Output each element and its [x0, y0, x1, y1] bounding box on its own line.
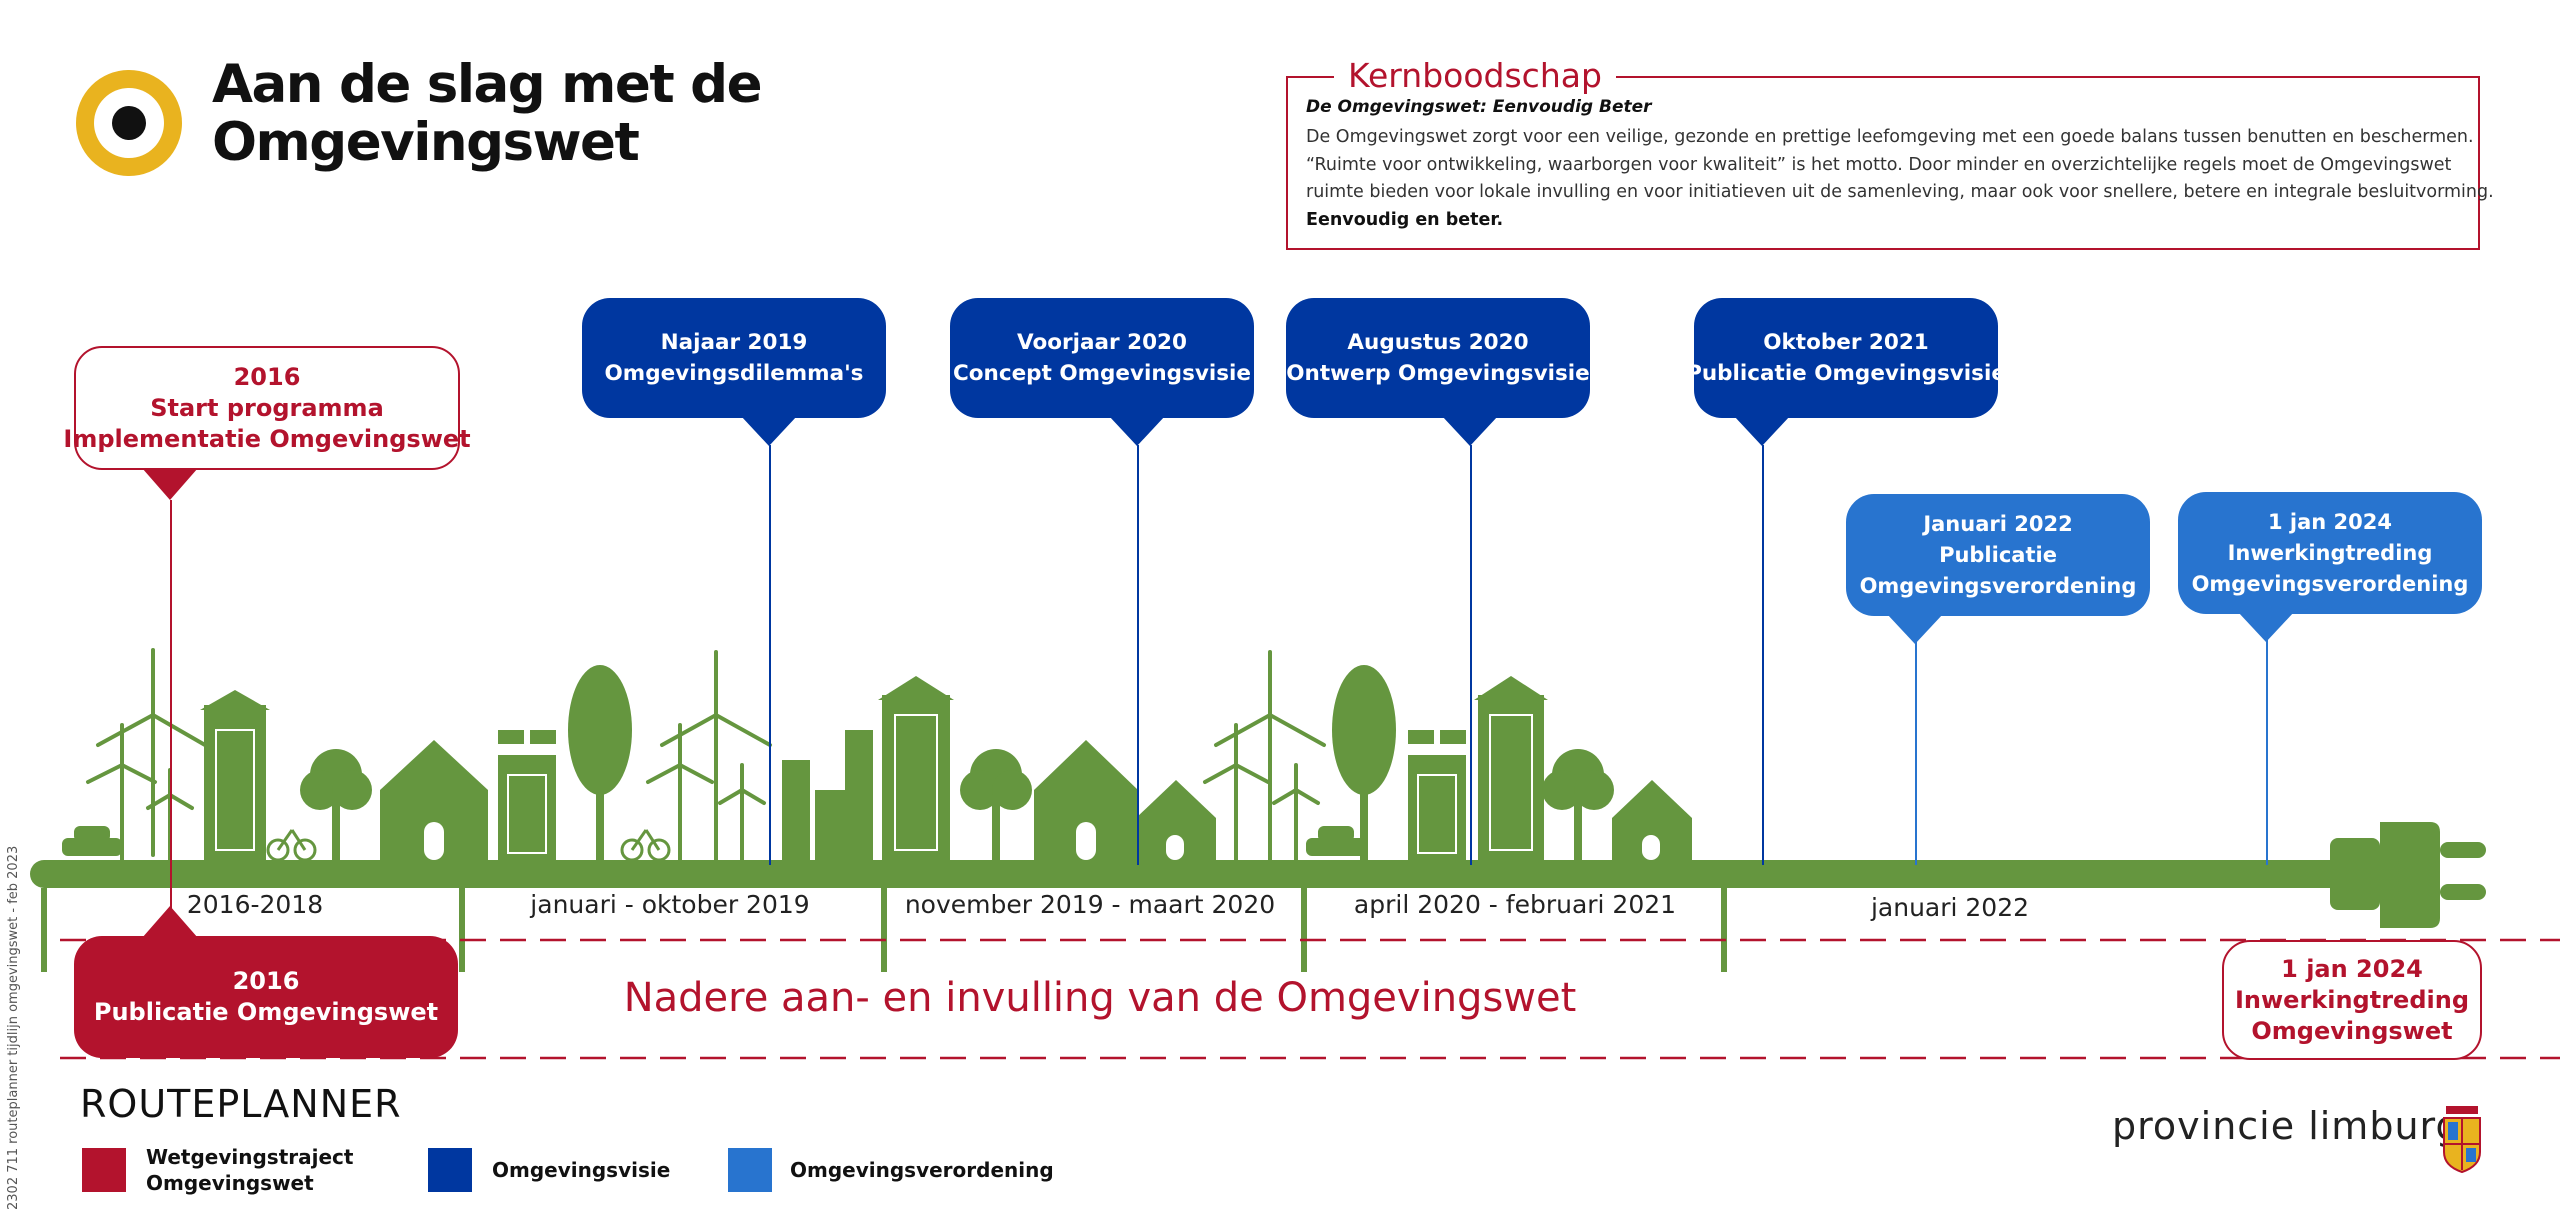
jan2024w-line1: Inwerkingtreding — [2235, 985, 2469, 1016]
callout-voorjaar-2020: Voorjaar 2020 Concept Omgevingsvisie — [950, 298, 1254, 418]
callout-pointer — [142, 468, 198, 500]
stem-augustus2020 — [1470, 445, 1472, 865]
plug-icon — [2330, 822, 2486, 928]
callout-augustus-2020: Augustus 2020 Ontwerp Omgevingsvisie — [1286, 298, 1590, 418]
jan2024v-line1: Inwerkingtreding — [2228, 538, 2433, 569]
callout-pointer — [1109, 416, 1165, 446]
voorjaar2020-date: Voorjaar 2020 — [1017, 327, 1187, 358]
start-year: 2016 — [234, 362, 301, 393]
legend-label-wetgeving: Wetgevingstraject Omgevingswet — [146, 1144, 353, 1196]
legend-line: Omgevingsvisie — [492, 1157, 670, 1183]
period-label: januari - oktober 2019 — [510, 890, 830, 919]
jan2024w-date: 1 jan 2024 — [2281, 954, 2423, 985]
januari2022-line1: Publicatie — [1939, 540, 2057, 571]
callout-pointer — [142, 906, 198, 938]
legend-label-visie: Omgevingsvisie — [492, 1157, 670, 1183]
legend-swatch-wetgeving — [82, 1148, 126, 1192]
callout-pointer — [741, 416, 797, 446]
start-line2: Implementatie Omgevingswet — [63, 424, 470, 455]
augustus2020-label: Ontwerp Omgevingsvisie — [1286, 358, 1589, 389]
callout-pointer — [2238, 612, 2294, 642]
legend-swatch-verordening — [728, 1148, 772, 1192]
callout-jan-2024-omgevingswet: 1 jan 2024 Inwerkingtreding Omgevingswet — [2222, 940, 2482, 1060]
vertical-footnote: 2302 711 routeplanner tijdlijn omgevings… — [6, 846, 21, 1210]
voorjaar2020-label: Concept Omgevingsvisie — [953, 358, 1251, 389]
coat-of-arms-icon — [2440, 1100, 2484, 1176]
period-label: november 2019 - maart 2020 — [900, 890, 1280, 919]
organisation-name: provincie limburg — [2112, 1104, 2461, 1148]
period-label: januari 2022 — [1800, 893, 2100, 922]
legend-title: ROUTEPLANNER — [80, 1082, 402, 1126]
legend-line: Omgevingsverordening — [790, 1157, 1054, 1183]
augustus2020-date: Augustus 2020 — [1347, 327, 1528, 358]
oktober2021-date: Oktober 2021 — [1763, 327, 1929, 358]
jan2024v-line2: Omgevingsverordening — [2192, 569, 2469, 600]
start-line1: Start programma — [150, 393, 384, 424]
stem-voorjaar2020 — [1137, 445, 1139, 865]
band-text: Nadere aan- en invulling van de Omgeving… — [0, 975, 2200, 1021]
jan2024w-line2: Omgevingswet — [2251, 1016, 2452, 1047]
period-label: april 2020 - februari 2021 — [1330, 890, 1700, 919]
januari2022-line2: Omgevingsverordening — [1860, 571, 2137, 602]
oktober2021-label: Publicatie Omgevingsvisie — [1686, 358, 2006, 389]
stem-jan2024-verordening — [2266, 640, 2268, 865]
callout-pointer — [1442, 416, 1498, 446]
legend-label-verordening: Omgevingsverordening — [790, 1157, 1054, 1183]
callout-pointer — [1887, 614, 1943, 644]
legend-line: Omgevingswet — [146, 1170, 353, 1196]
callout-najaar-2019: Najaar 2019 Omgevingsdilemma's — [582, 298, 886, 418]
legend-line: Wetgevingstraject — [146, 1144, 353, 1170]
najaar2019-date: Najaar 2019 — [661, 327, 808, 358]
jan2024v-date: 1 jan 2024 — [2268, 507, 2392, 538]
najaar2019-label: Omgevingsdilemma's — [605, 358, 864, 389]
stem-januari2022 — [1915, 640, 1917, 865]
stem-najaar2019 — [769, 445, 771, 865]
januari2022-date: Januari 2022 — [1923, 509, 2072, 540]
callout-oktober-2021: Oktober 2021 Publicatie Omgevingsvisie — [1694, 298, 1998, 418]
callout-pointer — [1734, 416, 1790, 446]
callout-jan-2024-verordening: 1 jan 2024 Inwerkingtreding Omgevingsver… — [2178, 492, 2482, 614]
legend-swatch-visie — [428, 1148, 472, 1192]
timeline-bar — [30, 860, 2360, 888]
stem-oktober2021 — [1762, 445, 1764, 865]
callout-start-programma: 2016 Start programma Implementatie Omgev… — [74, 346, 460, 470]
callout-januari-2022: Januari 2022 Publicatie Omgevingsverorde… — [1846, 494, 2150, 616]
